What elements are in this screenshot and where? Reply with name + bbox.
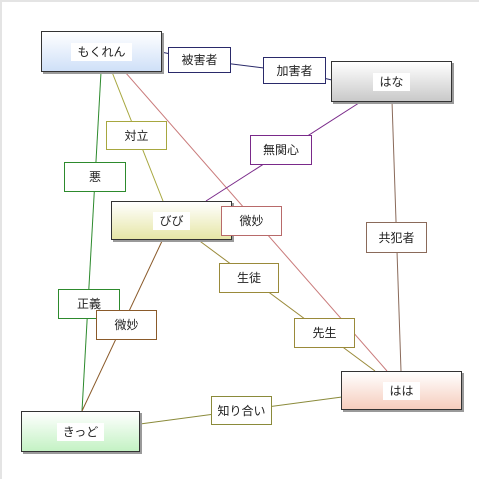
node-kiddo[interactable]: きっど [21,411,140,452]
edge-label-mukanshin[interactable]: 無関心 [250,135,312,165]
edge-label-higaisha[interactable]: 被害者 [168,47,231,73]
edge-label-seito[interactable]: 生徒 [219,263,279,293]
edge-text-mukanshin: 無関心 [262,143,299,157]
edge-label-sensei[interactable]: 先生 [294,318,355,348]
line-mokuren-kiddo [81,71,102,412]
node-label-haha: はは [383,381,420,400]
node-bibi[interactable]: びび [111,201,232,240]
edge-text-seito: 生徒 [236,271,261,285]
edge-label-bimyo-red[interactable]: 微妙 [221,206,282,236]
edge-text-bimyo-red: 微妙 [239,214,264,228]
edge-text-kyohansha: 共犯者 [378,230,415,245]
edge-text-seigi: 正義 [76,297,101,311]
line-bibi-haha [196,238,376,372]
edge-text-kagaisha: 加害者 [276,63,313,78]
edge-text-higaisha: 被害者 [181,53,218,67]
edge-text-sensei: 先生 [312,326,337,340]
edge-label-tairitsu[interactable]: 対立 [106,121,167,150]
node-haha[interactable]: はは [341,371,462,410]
edge-text-tairitsu: 対立 [124,128,149,143]
edge-label-aku[interactable]: 悪 [64,162,126,192]
edge-label-kyohansha[interactable]: 共犯者 [366,222,427,253]
edge-text-aku: 悪 [88,170,101,184]
edge-label-bimyo-brown[interactable]: 微妙 [96,310,157,340]
edge-label-shiriai[interactable]: 知り合い [211,396,272,425]
node-label-kiddo: きっど [56,422,105,441]
node-label-hana: はな [373,72,410,91]
edge-text-bimyo-brown: 微妙 [114,318,139,332]
node-label-mokuren: もくれん [71,42,132,61]
node-label-bibi: びび [153,211,190,230]
node-mokuren[interactable]: もくれん [41,31,162,72]
edge-label-kagaisha[interactable]: 加害者 [263,57,326,84]
node-hana[interactable]: はな [331,61,452,102]
edge-text-shiriai: 知り合い [217,403,266,418]
